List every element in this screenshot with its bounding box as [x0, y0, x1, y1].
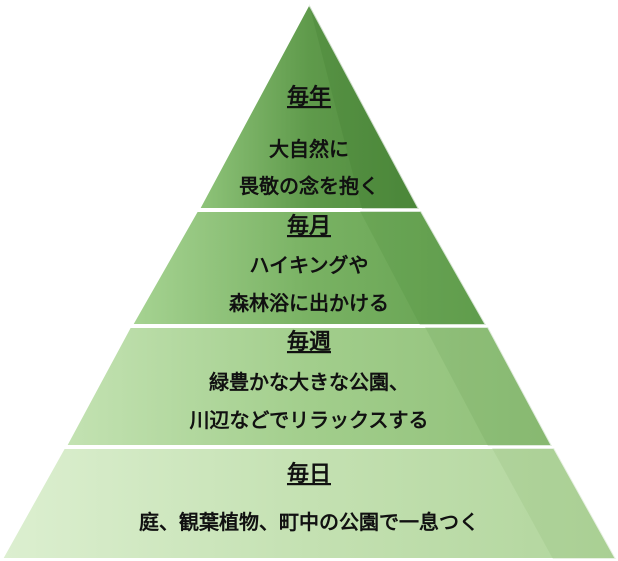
tier-top-shade: [309, 4, 419, 209]
tier-lower-title: 毎週: [287, 330, 331, 355]
tier-lower-shade: [425, 327, 552, 446]
tier-base-shape: [0, 447, 618, 560]
tier-top: 毎年 大自然に 畏敬の念を抱く: [239, 84, 379, 198]
tier-base: 毎日 庭、観葉植物、町中の公園で一息つく: [139, 462, 479, 534]
tier-lower-line-1: 緑豊かな大きな公園、: [209, 370, 409, 394]
tier-lower: 毎週 緑豊かな大きな公園、 川辺などでリラックスする: [189, 330, 429, 432]
tier-top-line-2: 畏敬の念を抱く: [239, 174, 379, 198]
tier-upper-line-2: 森林浴に出かける: [229, 291, 389, 315]
tier-top-shape: [197, 1, 421, 210]
tier-top-title: 毎年: [287, 84, 331, 110]
tier-upper: 毎月 ハイキングや 森林浴に出かける: [229, 214, 389, 315]
tier-base-shade: [492, 448, 616, 559]
tier-upper-line-1: ハイキングや: [250, 253, 369, 277]
tier-upper-shade: [360, 211, 486, 325]
tier-base-line-1: 庭、観葉植物、町中の公園で一息つく: [139, 510, 479, 534]
tier-upper-shape: [130, 210, 488, 326]
tier-upper-title: 毎月: [287, 214, 331, 239]
tier-base-title: 毎日: [287, 462, 331, 487]
tier-top-line-1: 大自然に: [269, 137, 349, 161]
tier-lower-shape: [64, 326, 554, 447]
tier-lower-line-2: 川辺などでリラックスする: [189, 408, 429, 432]
